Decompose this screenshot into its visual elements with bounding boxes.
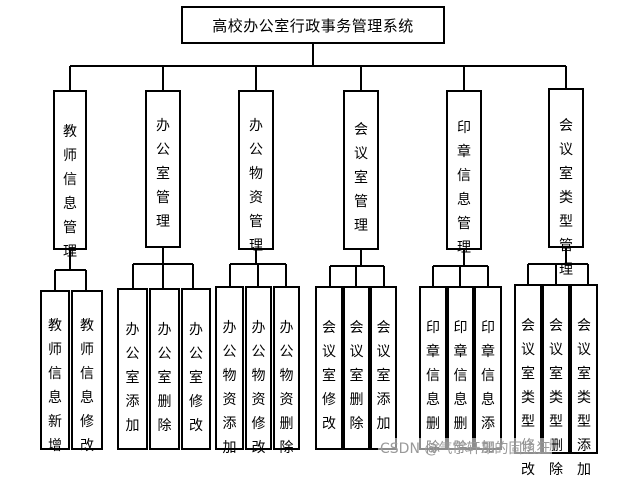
- module-label: 教师信息管理: [63, 124, 77, 260]
- function-node: 办公室修改: [181, 288, 211, 450]
- function-label: 会议室修改: [322, 320, 336, 432]
- function-node: 印章信息删除: [419, 286, 447, 456]
- function-node: 会议室添加: [370, 286, 397, 450]
- function-label: 印章信息添加: [481, 320, 495, 456]
- module-node-office: 办公室管理: [145, 90, 181, 248]
- module-label: 会议室管理: [354, 122, 368, 234]
- watermark-text: CSDN @气宇轩昂的固执狂: [378, 438, 553, 458]
- module-node-teacher-info: 教师信息管理: [53, 90, 87, 260]
- function-label: 办公室修改: [189, 322, 203, 434]
- function-node: 会议室类型删除: [542, 284, 570, 478]
- root-label: 高校办公室行政事务管理系统: [212, 16, 414, 35]
- module-node-meeting-room: 会议室管理: [343, 90, 379, 250]
- function-label: 会议室类型添加: [577, 318, 591, 478]
- function-label: 办公室删除: [157, 322, 172, 434]
- function-node: 办公物资删除: [273, 286, 300, 456]
- function-label: 办公物资删除: [279, 320, 294, 456]
- module-label: 办公物资管理: [249, 118, 263, 254]
- function-node: 教师信息新增: [40, 290, 70, 454]
- module-node-meeting-room-type: 会议室类型管理: [548, 88, 584, 278]
- function-node: 会议室类型修改: [514, 284, 542, 478]
- function-node: 教师信息修改: [71, 290, 103, 454]
- function-node: 印章信息添加: [474, 286, 502, 456]
- function-node: 办公物资修改: [245, 286, 272, 456]
- module-label: 办公室管理: [156, 118, 170, 230]
- module-label: 印章信息管理: [457, 120, 471, 256]
- function-node: 印章信息删除: [447, 286, 474, 456]
- function-node: 会议室删除: [343, 286, 370, 450]
- function-label: 办公物资添加: [222, 320, 237, 456]
- function-node: 办公物资添加: [215, 286, 244, 456]
- function-label: 会议室删除: [349, 320, 364, 432]
- root-node: 高校办公室行政事务管理系统: [181, 6, 445, 44]
- function-node: 会议室修改: [315, 286, 343, 450]
- function-node: 办公室添加: [117, 288, 148, 450]
- module-label: 会议室类型管理: [559, 118, 573, 278]
- function-node: 会议室类型添加: [570, 284, 598, 478]
- module-node-office-supplies: 办公物资管理: [238, 90, 274, 254]
- function-label: 会议室添加: [376, 320, 391, 432]
- function-label: 教师信息修改: [80, 318, 94, 454]
- connector-lines: [54, 44, 589, 290]
- module-node-seal-info: 印章信息管理: [446, 90, 482, 256]
- function-label: 教师信息新增: [48, 318, 62, 454]
- function-label: 办公室添加: [125, 322, 140, 434]
- function-label: 办公物资修改: [251, 320, 266, 456]
- function-node: 办公室删除: [149, 288, 180, 450]
